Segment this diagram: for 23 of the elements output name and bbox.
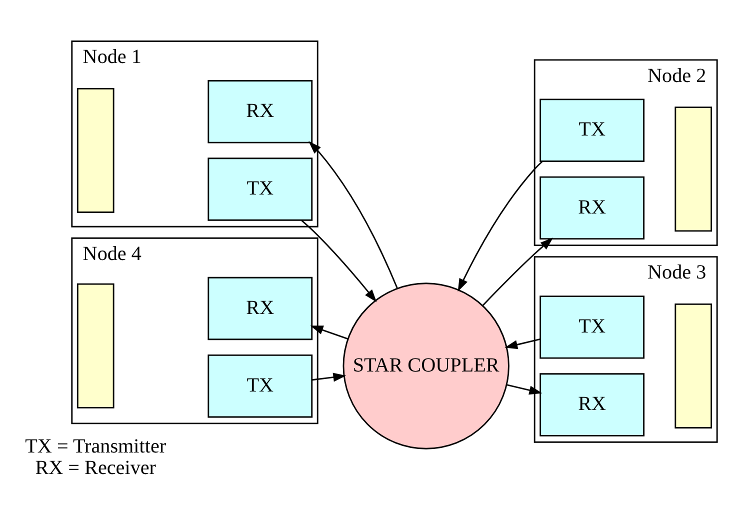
label: RX = Receiver: [35, 456, 156, 479]
arrow: [312, 372, 346, 382]
node-box: [76, 87, 114, 212]
node-box: [76, 282, 114, 408]
arrow: [482, 237, 554, 306]
node-box: RX: [208, 276, 313, 340]
node-box: [674, 106, 712, 232]
arrow: [301, 219, 377, 302]
arrow: [458, 160, 543, 292]
node-box: RX: [540, 176, 645, 240]
node-box: TX: [540, 98, 645, 162]
arrow: [506, 384, 542, 394]
arrow: [504, 338, 540, 349]
node-box: [674, 302, 712, 428]
node-box: RX: [208, 80, 313, 143]
node-box: TX: [540, 295, 645, 358]
label: TX = Transmitter: [25, 434, 166, 457]
node-box: TX: [208, 157, 313, 220]
arrow: [310, 325, 348, 340]
arrow: [308, 140, 398, 288]
node-box: RX: [540, 372, 645, 436]
node-circle: STAR COUPLER: [342, 282, 510, 449]
node-box: TX: [208, 354, 313, 418]
